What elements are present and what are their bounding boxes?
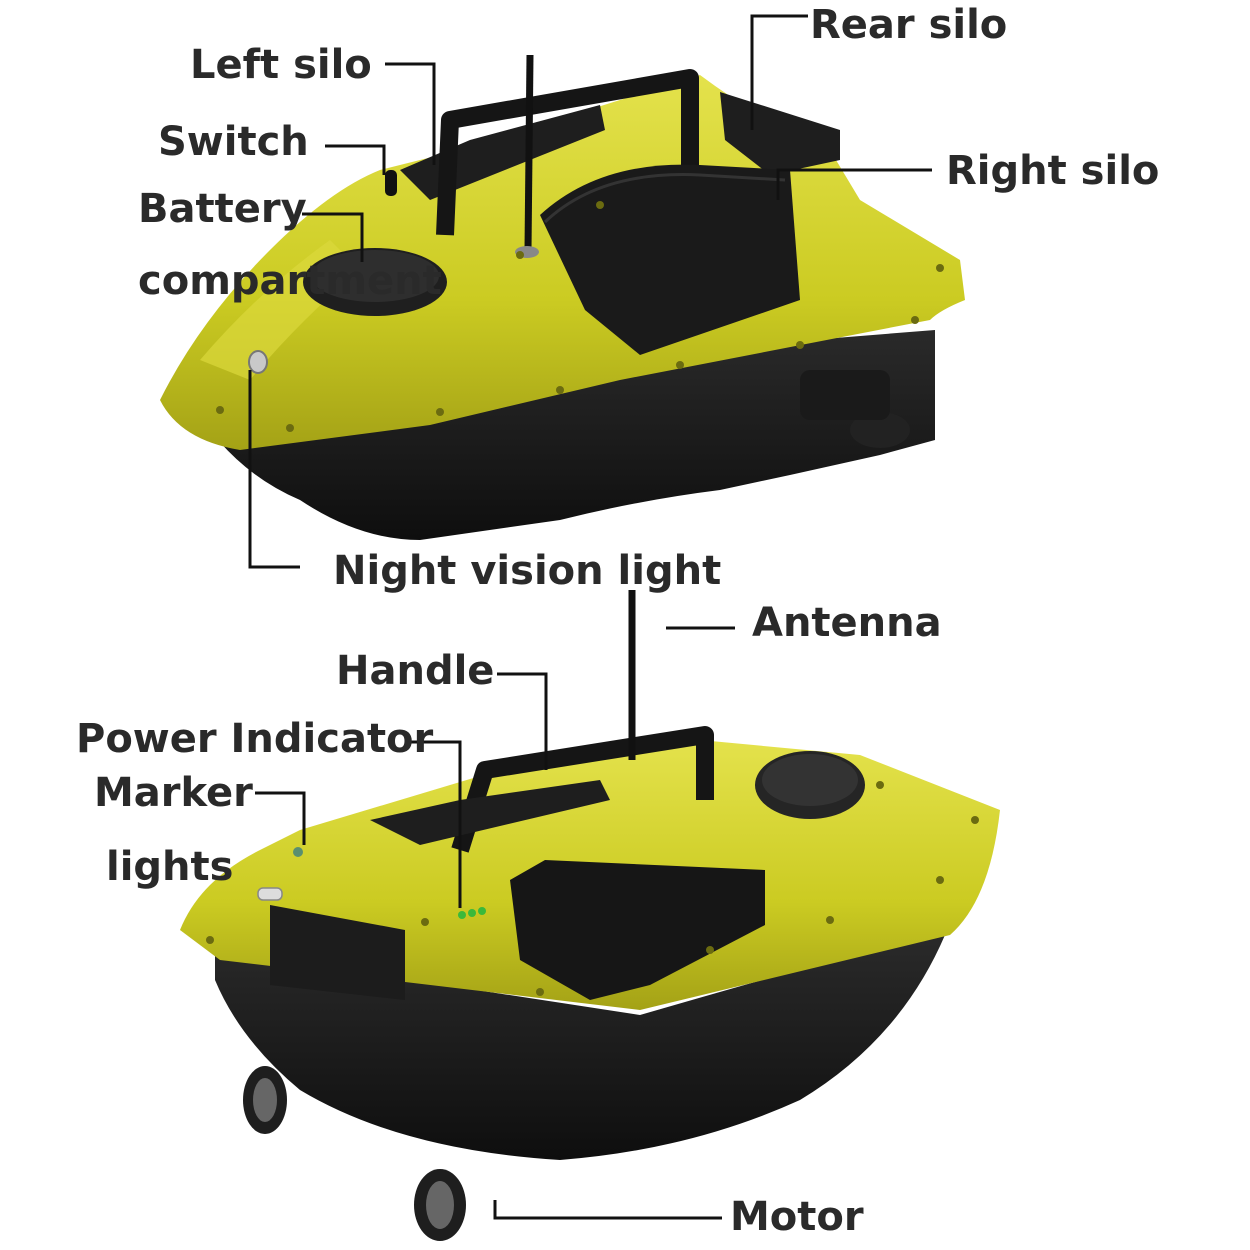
bottom-motor-left xyxy=(243,1066,287,1134)
bottom-night-light xyxy=(257,887,283,901)
bottom-motor-right xyxy=(414,1169,466,1241)
top-switch[interactable] xyxy=(385,170,397,196)
top-night-light xyxy=(248,350,268,374)
leader-left-silo xyxy=(385,62,436,165)
bottom-power-indicator xyxy=(458,907,486,919)
leader-right-silo xyxy=(776,168,932,200)
label-night-vision-light: Night vision light xyxy=(333,548,721,594)
leader-motor xyxy=(493,1200,722,1220)
labels: Rear silo Left silo Switch Right silo Ba… xyxy=(76,2,1159,1240)
label-lights: lights xyxy=(106,844,233,890)
leader-power-indicator xyxy=(410,740,462,908)
leader-lines xyxy=(248,14,932,1220)
label-handle: Handle xyxy=(336,648,494,694)
label-compartment: compartment xyxy=(138,258,442,304)
top-antenna[interactable] xyxy=(524,54,534,251)
leader-rear-silo xyxy=(750,14,808,130)
bottom-marker-light xyxy=(293,847,303,857)
top-right-silo-rim xyxy=(543,173,786,224)
top-right-silo[interactable] xyxy=(540,164,800,355)
leader-battery xyxy=(302,212,364,262)
label-right-silo: Right silo xyxy=(946,148,1159,194)
leader-handle xyxy=(497,672,548,770)
label-motor: Motor xyxy=(730,1194,864,1240)
bottom-screw-dots xyxy=(206,781,979,996)
label-antenna: Antenna xyxy=(752,600,942,646)
leader-marker xyxy=(255,791,306,845)
label-power-indicator: Power Indicator xyxy=(76,716,434,762)
top-handle[interactable] xyxy=(436,69,699,236)
label-rear-silo: Rear silo xyxy=(810,2,1007,48)
bottom-boat xyxy=(180,590,1000,1241)
top-boat xyxy=(160,54,965,540)
top-rear-silo[interactable] xyxy=(720,92,840,175)
top-motor-right xyxy=(800,370,910,448)
top-screw-dots xyxy=(216,201,944,432)
bottom-battery-lid-top xyxy=(762,754,858,806)
label-battery: Battery xyxy=(138,186,307,232)
label-switch: Switch xyxy=(158,119,309,165)
bottom-right-silo[interactable] xyxy=(510,860,765,1000)
bottom-transom-panel xyxy=(270,905,405,1000)
leader-night-vision xyxy=(248,370,300,569)
label-left-silo: Left silo xyxy=(190,42,372,88)
leader-switch xyxy=(325,144,386,175)
bottom-left-silo[interactable] xyxy=(370,780,610,845)
top-battery-lid-top xyxy=(311,250,439,302)
label-marker: Marker xyxy=(94,770,253,816)
